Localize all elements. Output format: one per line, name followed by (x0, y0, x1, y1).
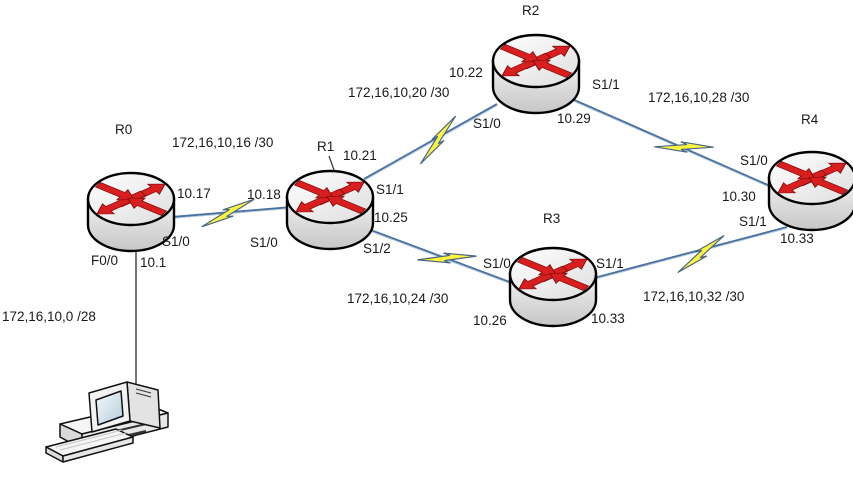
router-r1-icon[interactable] (285, 169, 375, 251)
label-ip-r4-s1-0: 10.30 (722, 189, 756, 204)
label-if-r0-f0-0: F0/0 (91, 253, 119, 268)
label-network-r3-r4: 172,16,10,32 /30 (643, 289, 745, 304)
label-if-r1-s1-0: S1/0 (250, 235, 278, 250)
link-r3-r4 (593, 226, 788, 280)
lightning-bolt-r3-r4 (671, 234, 731, 274)
label-r2: R2 (522, 3, 540, 18)
router-r4-icon[interactable] (767, 150, 853, 232)
link-r1-r2 (363, 103, 498, 181)
label-ip-r1-s1-2: 10.25 (374, 210, 408, 225)
label-network-lan: 172,16,10,0 /28 (2, 309, 96, 324)
label-ip-r2-s1-1: 10.29 (557, 111, 591, 126)
label-if-r3-s1-0: S1/0 (483, 256, 511, 271)
router-r3-icon[interactable] (508, 246, 598, 328)
label-ip-r1-s1-0: 10.18 (247, 187, 281, 202)
label-ip-r3-s1-1: 10.33 (591, 311, 625, 326)
label-ip-r0-f0-0: 10.1 (140, 255, 167, 270)
label-if-r0-s1-0: S1/0 (162, 234, 190, 249)
router-r2-icon[interactable] (491, 33, 581, 115)
lightning-bolt-r1-r3 (416, 236, 478, 280)
link-r2-r4 (571, 98, 778, 191)
lightning-bolt-r0-r1 (199, 198, 257, 228)
label-if-r2-s1-0: S1/0 (473, 116, 501, 131)
label-network-r2-r4: 172,16,10,28 /30 (648, 90, 750, 105)
r1-label-pointer (328, 155, 335, 171)
label-network-r1-r2: 172,16,10,20 /30 (348, 85, 450, 100)
lightning-bolt-r2-r4 (653, 124, 715, 170)
lightning-bolt-r1-r2 (407, 115, 469, 165)
label-network-r1-r3: 172,16,10,24 /30 (347, 291, 449, 306)
label-if-r4-s1-1: S1/1 (739, 214, 767, 229)
label-ip-r0-s1-0: 10.17 (177, 186, 211, 201)
label-if-r1-s1-2: S1/2 (363, 241, 391, 256)
pc-icon[interactable] (45, 381, 169, 463)
label-r3: R3 (543, 211, 561, 226)
label-ip-r4-s1-1: 10.33 (780, 231, 814, 246)
label-network-r0-r1: 172,16,10,16 /30 (172, 135, 274, 150)
label-ip-r3-s1-0: 10.26 (473, 313, 507, 328)
label-if-r2-s1-1: S1/1 (592, 77, 620, 92)
label-if-r3-s1-1: S1/1 (596, 256, 624, 271)
label-ip-r1-s1-1: 10.21 (343, 148, 377, 163)
label-r0: R0 (115, 122, 133, 137)
label-if-r4-s1-0: S1/0 (740, 153, 768, 168)
label-if-r1-s1-1: S1/1 (376, 182, 404, 197)
label-r1: R1 (317, 139, 335, 154)
label-ip-r2-s1-0: 10.22 (449, 65, 483, 80)
label-r4: R4 (801, 112, 819, 127)
